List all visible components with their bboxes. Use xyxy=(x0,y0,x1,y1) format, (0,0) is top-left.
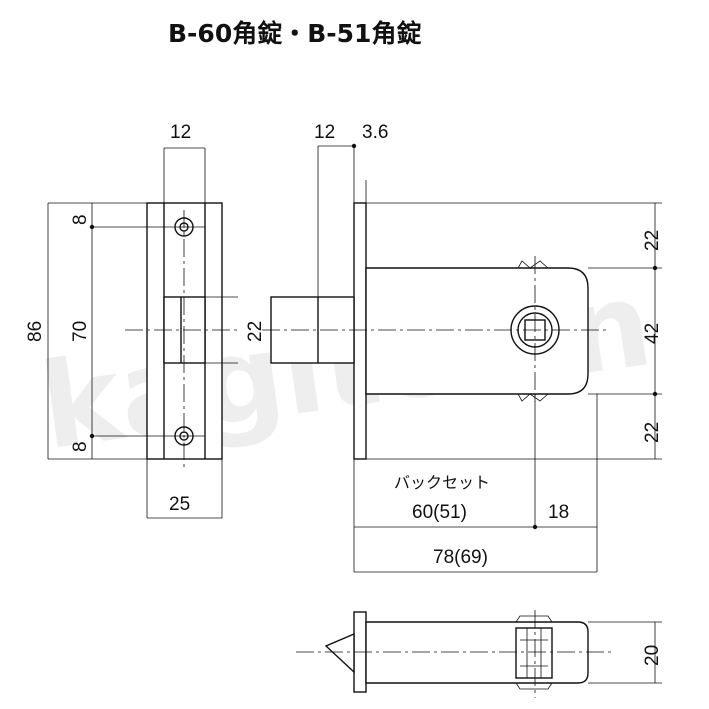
backset-title-label: バックセット xyxy=(394,473,490,492)
bottom-section-label: 22 xyxy=(642,422,663,443)
pitch-marker-top xyxy=(89,224,95,230)
case-tab-bottom xyxy=(517,393,549,402)
hub-cap-top xyxy=(515,615,553,623)
case-tab-top xyxy=(517,260,549,269)
side-bolt xyxy=(270,296,355,364)
middle-section-label: 42 xyxy=(642,323,663,344)
bottom-case xyxy=(365,621,589,684)
pitch-marker-bottom xyxy=(89,433,95,439)
faceplate-thickness-label: 3.6 xyxy=(362,122,388,143)
lower-offset-label: 8 xyxy=(70,441,91,452)
hole-pitch-label: 70 xyxy=(70,321,91,342)
bolt-projection-label: 12 xyxy=(314,122,335,143)
side-faceplate xyxy=(353,202,367,460)
upper-offset-label: 8 xyxy=(70,214,91,225)
side-view: 12 3.6 22 42 22 バックセット 60(51) 18 78(69) xyxy=(262,122,663,573)
case-thickness-label: 20 xyxy=(642,645,663,666)
lock-case xyxy=(365,267,589,395)
drawing-title: B-60角錠・B-51角錠 xyxy=(168,19,421,48)
overall-length-label: 78(69) xyxy=(433,547,488,568)
backset-marker xyxy=(532,524,538,530)
top-width-label: 12 xyxy=(170,122,191,143)
bottom-view: 20 xyxy=(296,610,663,698)
latch-tip xyxy=(324,632,355,674)
overall-height-label: 86 xyxy=(25,321,46,342)
backset-value-label: 60(51) xyxy=(412,502,467,523)
hub-cap-bottom xyxy=(515,682,553,690)
bottom-width-label: 25 xyxy=(169,494,190,515)
right-dim-marker-top xyxy=(652,265,658,271)
bolt-height-label: 22 xyxy=(245,321,266,342)
bottom-hub xyxy=(515,627,553,679)
front-view: 12 25 86 70 8 8 22 xyxy=(25,122,266,519)
top-section-label: 22 xyxy=(642,230,663,251)
right-dim-marker-bottom xyxy=(652,391,658,397)
faceplate-dim-marker xyxy=(351,143,357,149)
spindle-offset-label: 18 xyxy=(548,502,569,523)
